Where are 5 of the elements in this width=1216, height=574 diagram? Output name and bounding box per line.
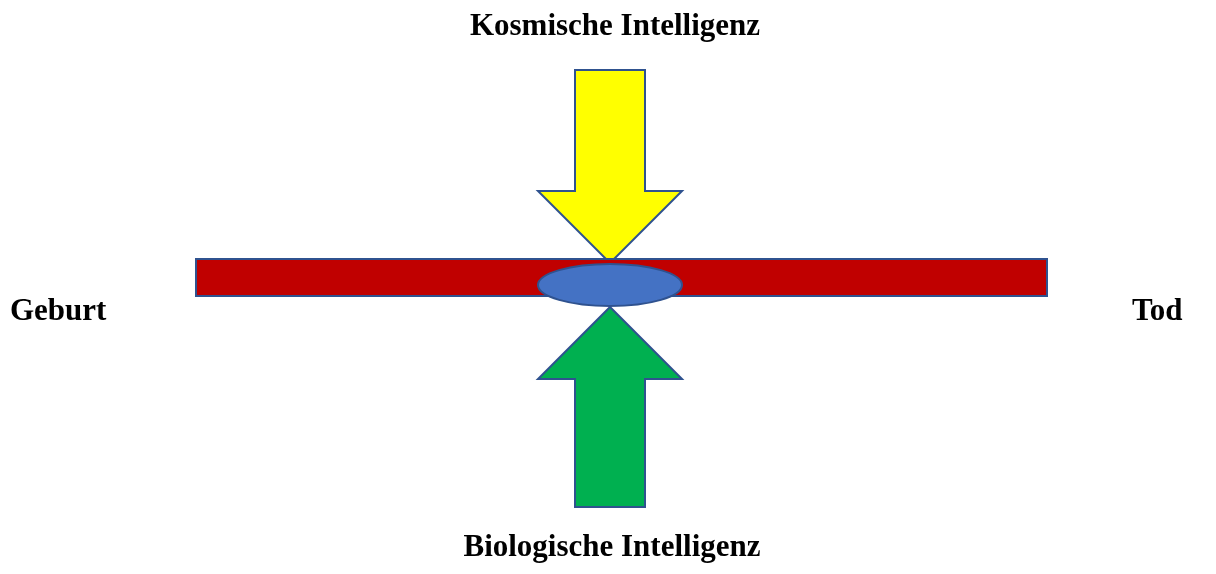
node-title: Biologische Intelligenz bbox=[462, 527, 762, 565]
node-title: Kosmische Intelligenz bbox=[468, 6, 762, 44]
block-arrow bbox=[535, 305, 685, 508]
end-label: Tod bbox=[1132, 291, 1183, 329]
end-label: Geburt bbox=[10, 291, 107, 329]
